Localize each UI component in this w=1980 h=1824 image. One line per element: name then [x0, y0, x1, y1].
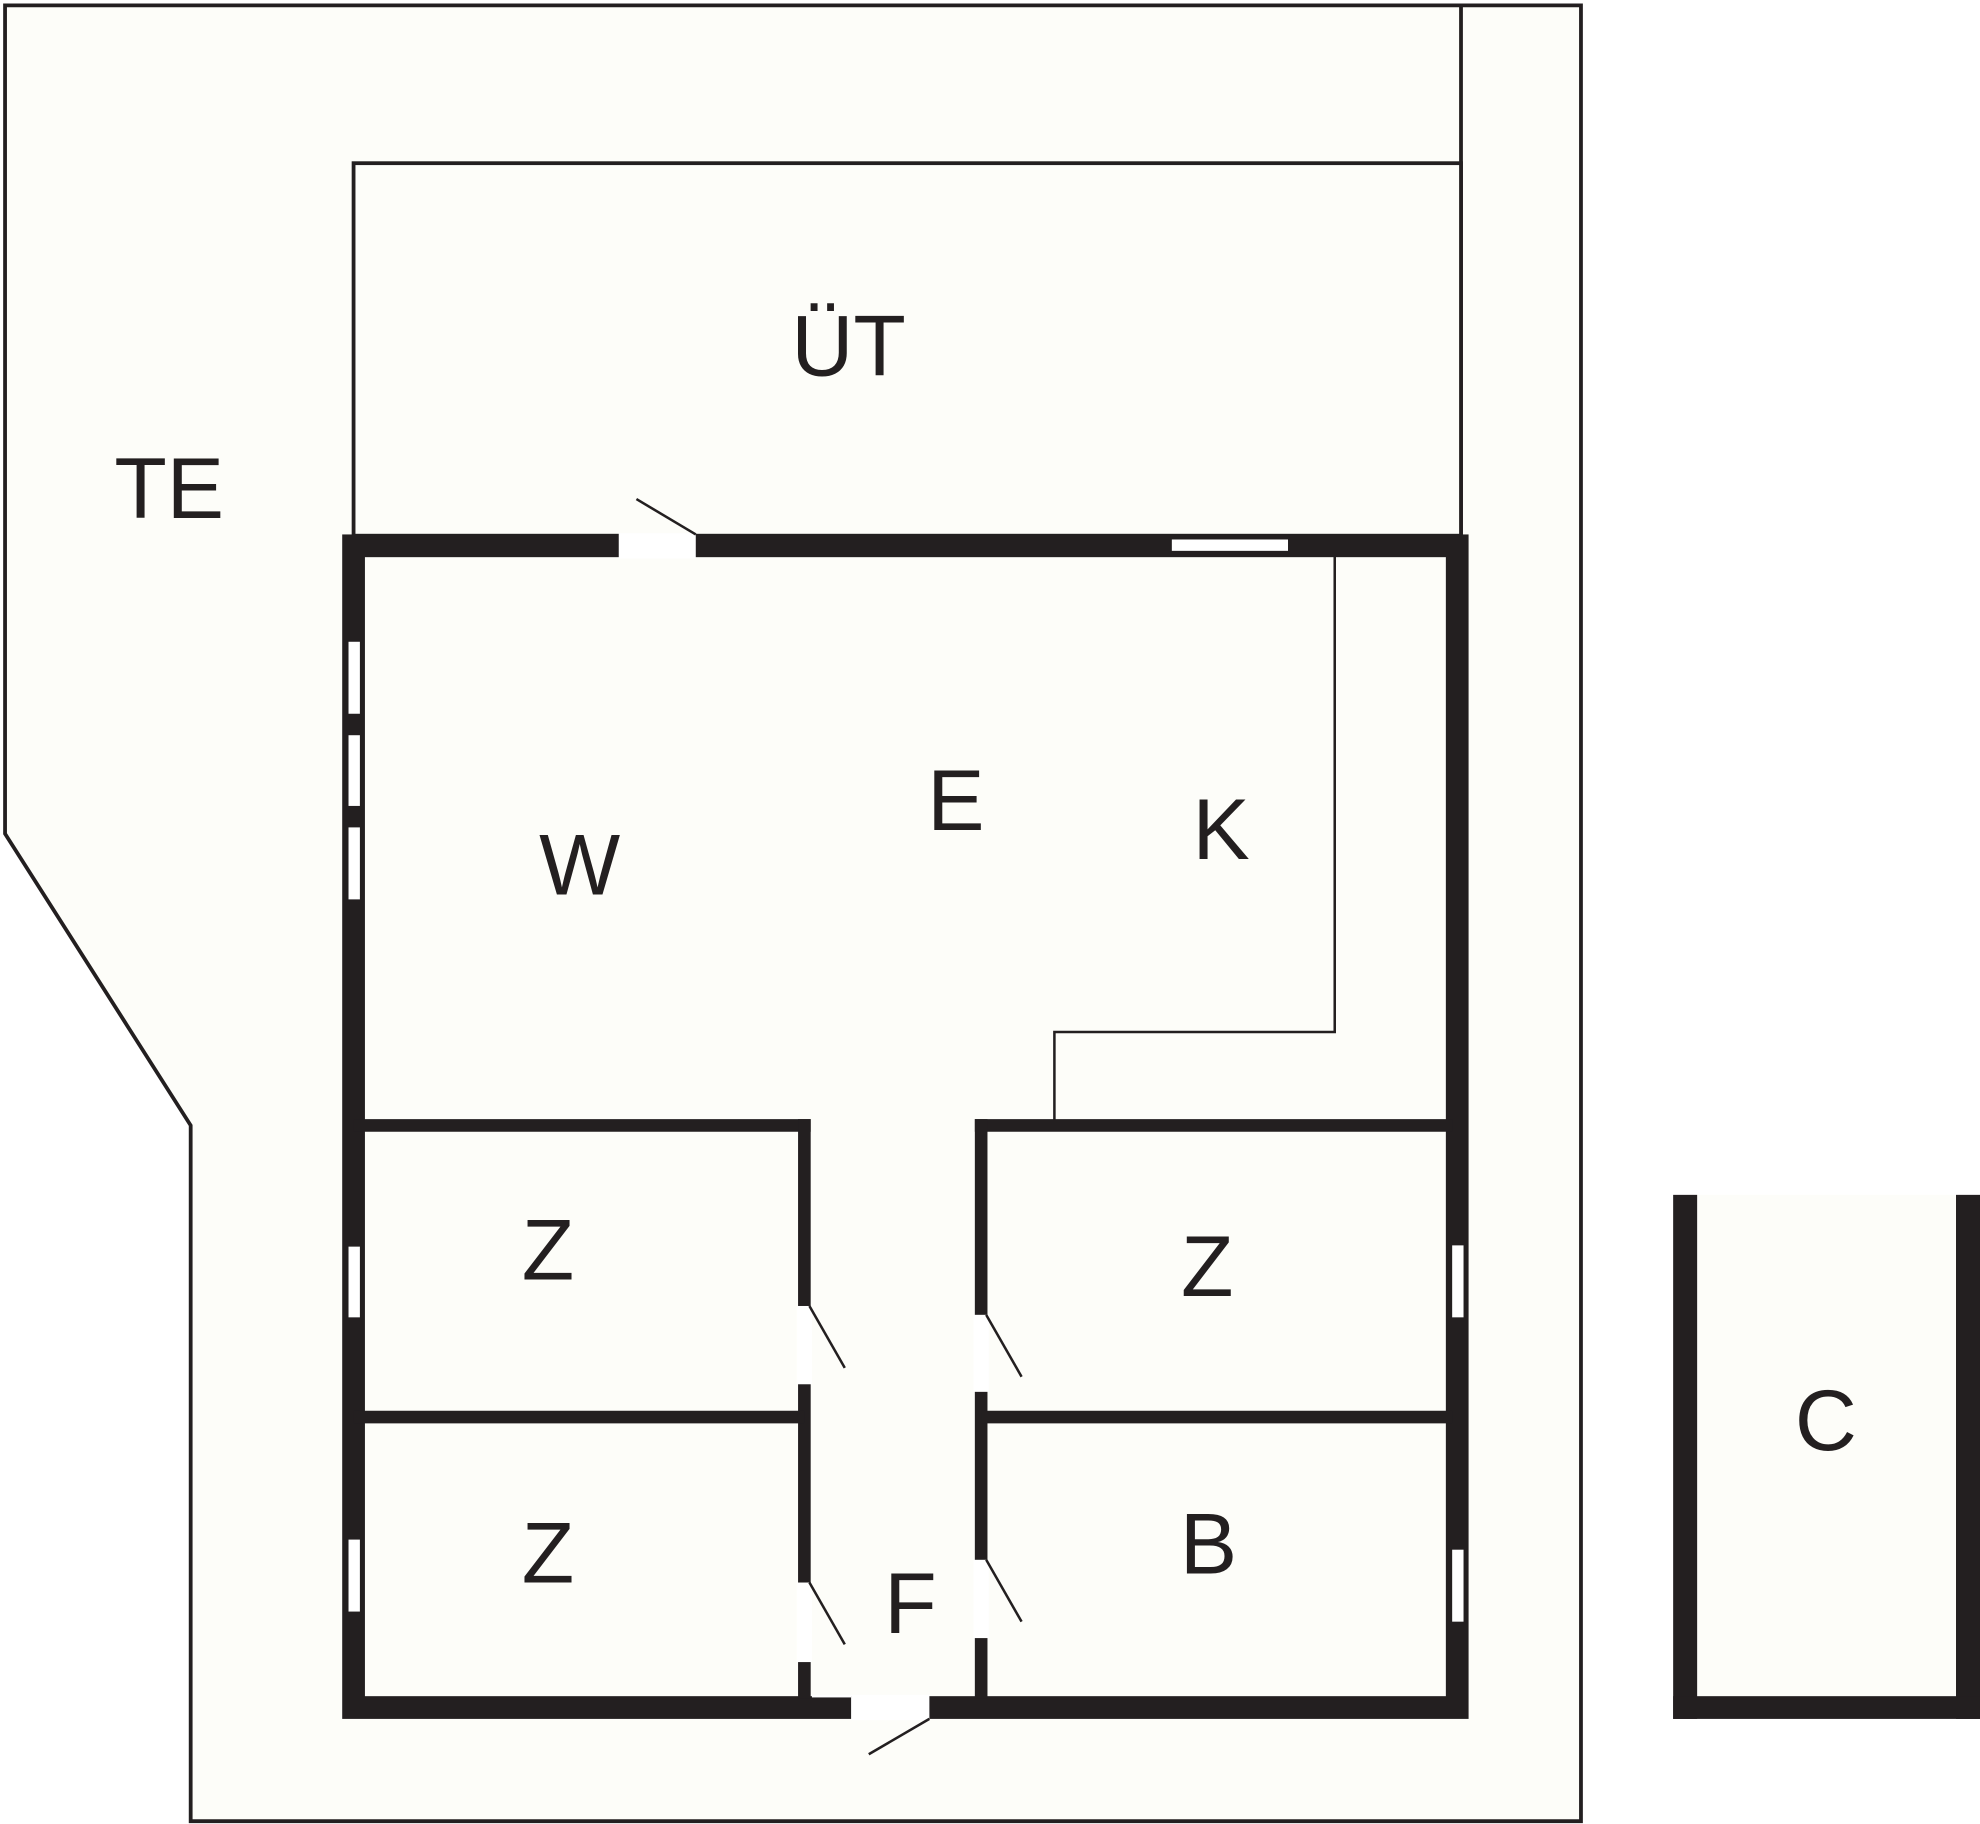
carport-wall — [1956, 1194, 1980, 1719]
room-label-bedroom: Z — [522, 1202, 574, 1298]
kitchen-outline — [1053, 555, 1336, 1121]
carport-wall — [1673, 1194, 1698, 1719]
room-label-kitchen: K — [1192, 782, 1249, 878]
door-opening — [973, 1559, 989, 1639]
hall-floor — [811, 1694, 852, 1698]
door-opening — [973, 1314, 989, 1392]
carport-wall — [1673, 1696, 1980, 1719]
room-label-dining: E — [927, 753, 984, 849]
window — [1452, 1549, 1464, 1622]
room-label-hallway: F — [884, 1556, 936, 1652]
door-opening — [796, 1305, 812, 1385]
door-opening — [618, 533, 696, 559]
window — [348, 1246, 360, 1318]
covered-terrace-outline — [351, 161, 1463, 538]
room-label-carport: C — [1795, 1373, 1857, 1469]
door-swing — [868, 1717, 931, 1756]
room-label-living: W — [539, 817, 620, 913]
window — [348, 735, 360, 806]
door-swing — [635, 497, 697, 536]
window — [348, 641, 360, 714]
door-swing — [808, 1305, 846, 1369]
carport — [1673, 1194, 1980, 1719]
window — [348, 827, 360, 900]
room-label-covered-terrace: ÜT — [791, 298, 905, 394]
window — [1171, 539, 1289, 551]
room-label-terrace: TE — [114, 441, 224, 537]
door-opening — [851, 1694, 930, 1721]
room-label-bedroom: Z — [1181, 1219, 1233, 1315]
window — [348, 1539, 360, 1612]
window — [1452, 1245, 1464, 1318]
door-swing — [985, 1559, 1023, 1623]
room-label-bathroom: B — [1180, 1497, 1237, 1593]
door-swing — [985, 1314, 1023, 1378]
room-label-bedroom: Z — [522, 1505, 574, 1601]
openings — [348, 533, 1464, 1721]
door-swing — [808, 1581, 846, 1646]
door-opening — [796, 1582, 812, 1663]
